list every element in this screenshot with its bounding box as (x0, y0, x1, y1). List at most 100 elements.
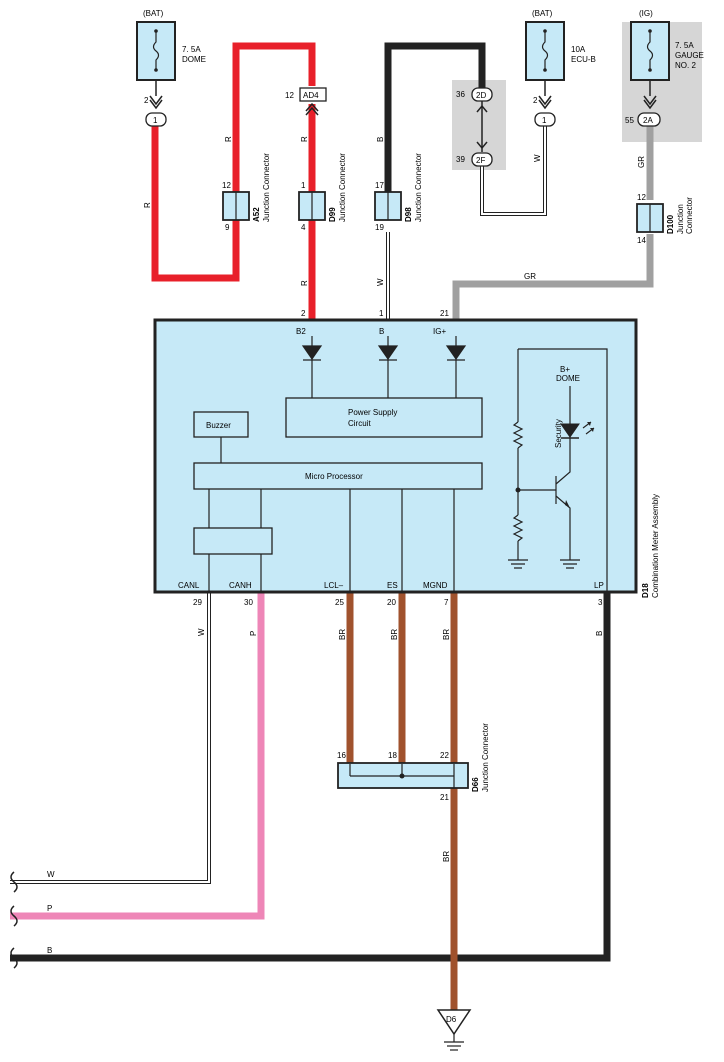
label-p-left: P (47, 904, 52, 913)
meter-pin-lp: 3 (598, 598, 603, 607)
power-supply-label1: Power Supply (348, 408, 397, 417)
ecub-conn-label: 1 (542, 116, 547, 125)
d99-id: D99 (328, 207, 337, 222)
d100-pin-top: 12 (637, 193, 646, 202)
wire-white-canl (10, 592, 211, 884)
meter-term-canh: CANH (229, 581, 252, 590)
ecub-fuse-amp: 10A (571, 45, 586, 54)
ad4-chevron-icon (305, 102, 319, 116)
label-w-canl: W (197, 628, 206, 636)
wire-pink-canh (10, 592, 265, 920)
dome-fuse-icon (152, 32, 160, 70)
wire-black-top (384, 42, 486, 195)
d66-name: Junction Connector (481, 723, 490, 792)
a52-name: Junction Connector (262, 153, 271, 222)
label-w-ecub: W (533, 154, 542, 162)
meter-pin-canh: 30 (244, 598, 253, 607)
ad4-conn (299, 87, 327, 102)
micro-processor-label: Micro Processor (305, 472, 363, 481)
meter-pin-mgnd: 7 (444, 598, 449, 607)
d99-pin-bottom: 4 (301, 223, 306, 232)
ecub-chevron-icon (538, 95, 552, 110)
ecub-fuse-name: ECU-B (571, 55, 596, 64)
micro-processor (193, 462, 483, 490)
ground-d6 (436, 1009, 472, 1036)
meter-pin-b2: 2 (301, 309, 306, 318)
wire-gray-meter (452, 234, 654, 320)
d98-name: Junction Connector (414, 153, 423, 222)
meter-term-es: ES (387, 581, 398, 590)
d66-pin-21: 21 (440, 793, 449, 802)
a52-pin-bottom: 9 (225, 223, 230, 232)
gauge-fuse-source: (IG) (639, 9, 653, 18)
d99-name: Junction Connector (338, 153, 347, 222)
ecub-conn (534, 112, 556, 127)
wire-red-dome (151, 42, 316, 282)
d66-pin-16: 16 (337, 751, 346, 760)
gauge-fuse-name1: GAUGE (675, 51, 704, 60)
buzzer (193, 411, 249, 438)
security-led-icon (560, 423, 580, 438)
label-r-d99-top: R (300, 136, 309, 142)
d66-pin-18: 18 (388, 751, 397, 760)
d66-pin-22: 22 (440, 751, 449, 760)
dome-chevron-icon (149, 95, 163, 110)
dome-fuse-amp: 7. 5A (182, 45, 201, 54)
dome-fuse-name: DOME (182, 55, 206, 64)
d100-name2: Connector (685, 197, 694, 234)
dome-fuse-pin: 2 (144, 96, 149, 105)
d98-pin-bottom: 19 (375, 223, 384, 232)
d98-pin-top: 17 (375, 181, 384, 190)
meter-term-canl: CANL (178, 581, 200, 590)
a52-id: A52 (252, 207, 261, 222)
can-interface (193, 527, 273, 555)
conn-2d-label: 2D (476, 91, 486, 100)
security-label: Security (554, 419, 563, 448)
meter-id: D18 (641, 583, 650, 598)
ground-d6-label: D6 (446, 1015, 457, 1024)
gauge-fuse-amp: 7. 5A (675, 41, 694, 50)
gauge-fuse-name2: NO. 2 (675, 61, 696, 70)
label-br-mgnd: BR (442, 629, 451, 640)
d100-pin-bottom: 14 (637, 236, 646, 245)
wire-white-canl-inner (10, 592, 210, 883)
meter-name: Combination Meter Assembly (651, 494, 660, 598)
label-r-a52: R (224, 136, 233, 142)
meter-pin-es: 20 (387, 598, 396, 607)
gauge-conn-label: 2A (643, 116, 653, 125)
label-w-left: W (47, 870, 55, 879)
meter-term-lp: LP (594, 581, 604, 590)
label-p-canh: P (249, 631, 258, 636)
d99-pin-top: 1 (301, 181, 306, 190)
label-r-left: R (143, 202, 152, 208)
ground-icon (444, 1034, 464, 1051)
wire-black-lp (10, 592, 611, 962)
bplus-label: B+ (560, 365, 570, 374)
meter-pin-b: 1 (379, 309, 384, 318)
conn-2f (471, 152, 493, 167)
power-supply-label2: Circuit (348, 419, 371, 428)
d98-id: D98 (404, 207, 413, 222)
gauge-chevron-icon (643, 95, 657, 110)
meter-term-ig: IG+ (433, 327, 446, 336)
meter-term-lcl: LCL– (324, 581, 344, 590)
a52-pin-top: 12 (222, 181, 231, 190)
label-b-left: B (47, 946, 52, 955)
power-supply-circuit (285, 397, 483, 438)
d100-id: D100 (666, 214, 675, 234)
conn-2f-pin: 39 (456, 155, 465, 164)
dome-conn (145, 112, 167, 127)
label-br-lcl: BR (338, 629, 347, 640)
label-gr-top: GR (637, 156, 646, 168)
meter-pin-ig: 21 (440, 309, 449, 318)
conn-2f-label: 2F (476, 156, 485, 165)
ecub-fuse-icon (541, 32, 549, 70)
ad4-pin: 12 (285, 91, 294, 100)
gauge-fuse-icon (646, 32, 654, 70)
ad4-label: AD4 (303, 91, 319, 100)
label-gr-horiz: GR (524, 272, 536, 281)
wire-white-ecub-inner (481, 126, 546, 215)
dome-source-label: DOME (556, 374, 580, 383)
meter-term-b: B (379, 327, 384, 336)
